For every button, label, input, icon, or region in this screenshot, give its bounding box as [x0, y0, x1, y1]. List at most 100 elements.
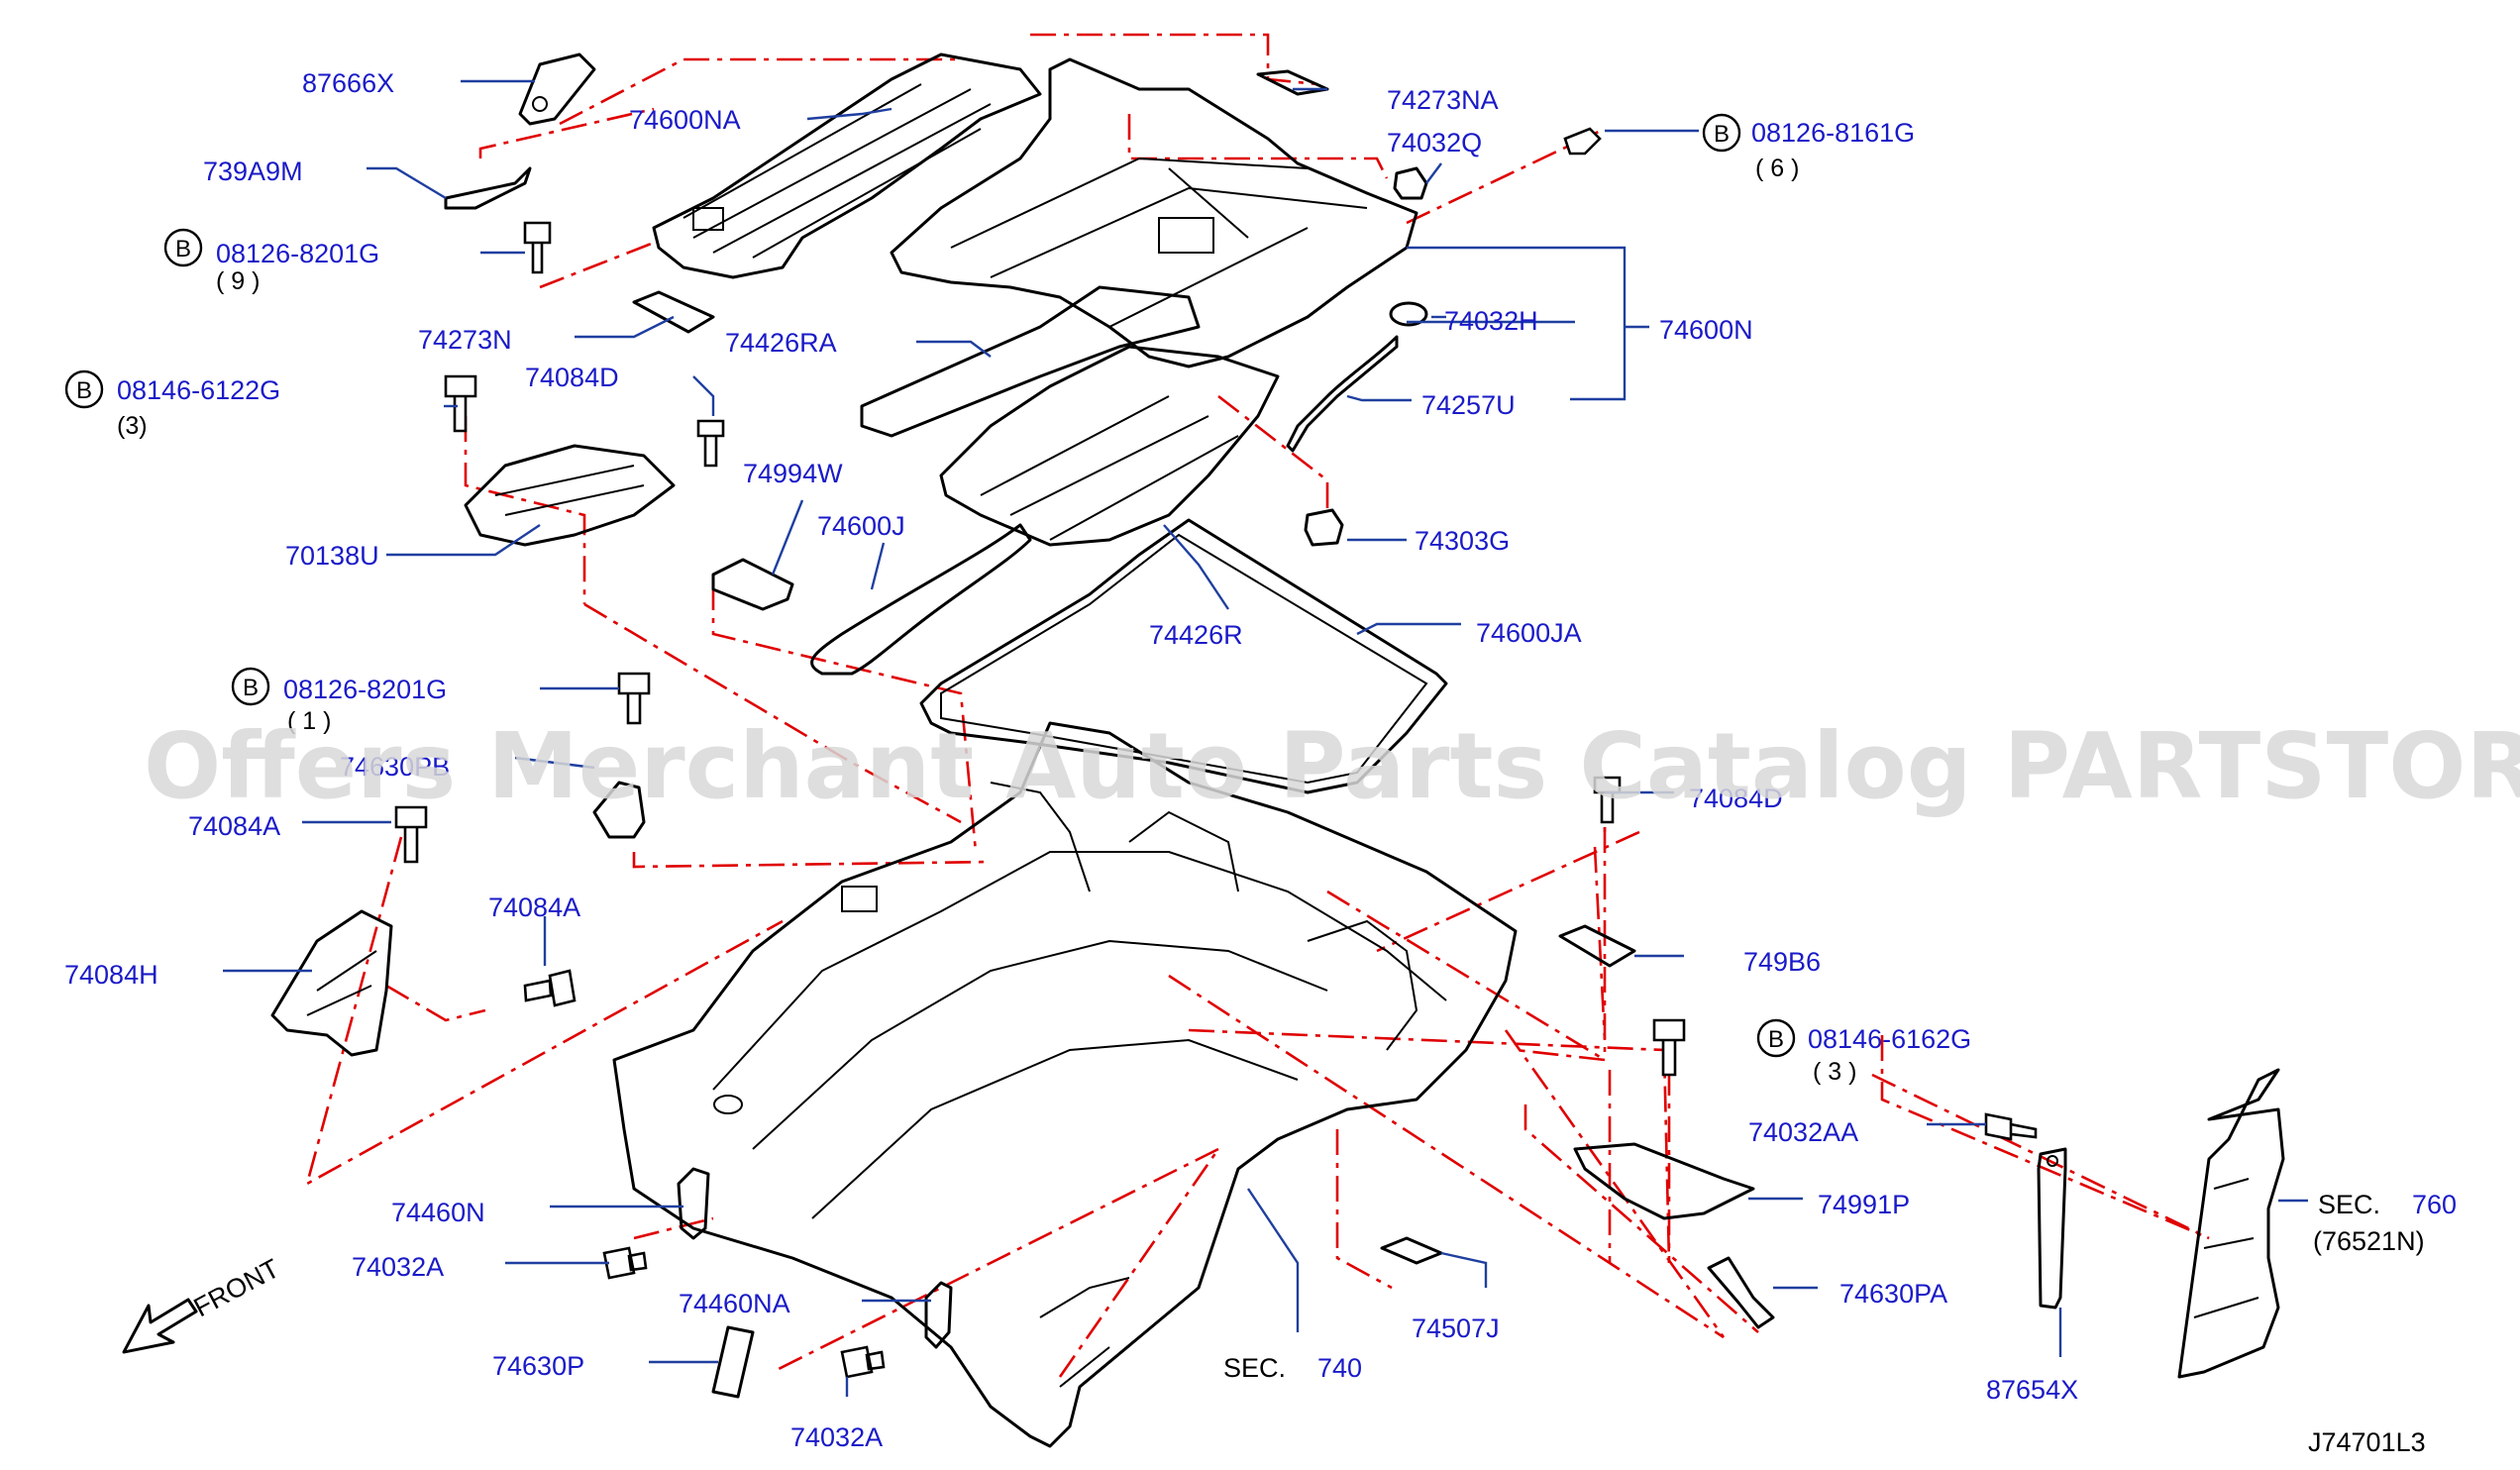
seal-74426R-shape [810, 523, 1032, 676]
bolt-icon [602, 1246, 648, 1280]
sec760-number: 760 [2412, 1190, 2457, 1219]
front-indicator: FRONT [122, 1253, 284, 1354]
sec740-number: 740 [1317, 1353, 1362, 1383]
label-74257U: 74257U [1421, 390, 1516, 420]
bracket-87666X-shape [518, 52, 596, 126]
seal-74600JA-shape [919, 518, 1448, 794]
label-74273NA: 74273NA [1387, 85, 1499, 115]
label-87654X: 87654X [1986, 1375, 2078, 1405]
label-74600J: 74600J [817, 511, 905, 541]
label-74460N: 74460N [391, 1198, 485, 1227]
bolt-callout-3: B 08146-6122G (3) [64, 369, 280, 440]
bolt-callout-4: B 08126-8201G ( 1 ) [231, 667, 447, 735]
fastener-group [394, 127, 2038, 1379]
pad-74507J-shape [1380, 1236, 1443, 1265]
label-74032A-bottom: 74032A [790, 1422, 883, 1452]
bolt-callout-5: B 08146-6162G ( 3 ) [1756, 1018, 1971, 1086]
plate-74994W-shape [711, 558, 794, 611]
diagram-code: J74701L3 [2308, 1427, 2426, 1457]
label-74032A-left: 74032A [352, 1252, 444, 1282]
bolt-part-number: 08126-8201G [216, 239, 379, 268]
watermark: Offers Merchant Auto Parts Catalog PARTS… [144, 713, 2520, 819]
leader-lines [223, 79, 2308, 1397]
phantom-lines [304, 33, 2210, 1378]
label-74273N: 74273N [418, 325, 512, 355]
plug-74032H-shape [1389, 301, 1428, 327]
label-74032H: 74032H [1444, 306, 1538, 336]
label-74032AA: 74032AA [1748, 1117, 1858, 1147]
label-74630PA: 74630PA [1839, 1279, 1947, 1309]
label-74600NA: 74600NA [629, 105, 741, 135]
label-74084H: 74084H [64, 960, 158, 990]
pad-74273N-shape [632, 290, 715, 334]
bolt-icon [1563, 127, 1602, 156]
bolt-quantity: ( 1 ) [287, 707, 331, 735]
part-drawings [270, 52, 2285, 1448]
part-labels: 87666X 74600NA 739A9M 74273N 74426RA 740… [64, 68, 2457, 1452]
bolt-quantity: ( 9 ) [216, 267, 260, 295]
label-74084D-right: 74084D [1689, 784, 1783, 813]
label-74600JA: 74600JA [1476, 618, 1582, 648]
front-arrow-icon [122, 1298, 198, 1354]
crossmember-74426RA-shape [860, 285, 1201, 438]
b-letter: B [1714, 121, 1730, 148]
label-70138U: 70138U [285, 541, 379, 571]
bolt-quantity: (3) [117, 412, 148, 440]
bolt-callout-2: B 08126-8201G ( 9 ) [163, 228, 379, 295]
bolt-icon [1984, 1112, 2038, 1141]
label-74630P: 74630P [492, 1351, 584, 1381]
b-letter: B [1768, 1026, 1784, 1053]
label-74303G: 74303G [1415, 526, 1510, 556]
label-74507J: 74507J [1412, 1313, 1500, 1343]
bolt-callout-1: B 08126-8161G ( 6 ) [1702, 113, 1915, 182]
bolt-icon [696, 419, 725, 468]
bolt-part-number: 08146-6162G [1808, 1024, 1971, 1054]
label-739A9M: 739A9M [203, 157, 303, 186]
clip-74460NA-shape [924, 1281, 953, 1349]
strap-739A9M-shape [444, 166, 532, 210]
plate-749B6-shape [1558, 924, 1636, 968]
sec760-prefix: SEC. [2318, 1190, 2380, 1219]
bolt-icon [1652, 1018, 1686, 1077]
clip-74460N-shape [677, 1167, 710, 1240]
bolt-part-number: 08126-8201G [283, 675, 447, 704]
front-label: FRONT [189, 1253, 284, 1322]
label-74084D-top: 74084D [525, 363, 619, 392]
bolt-part-number: 08146-6122G [117, 375, 280, 405]
label-74032Q: 74032Q [1387, 128, 1482, 158]
bolt-icon [523, 969, 577, 1007]
strip-74630P-shape [711, 1325, 755, 1399]
label-74426R: 74426R [1149, 620, 1243, 650]
label-74994W: 74994W [743, 459, 843, 488]
cap-74032Q-shape [1393, 166, 1428, 200]
gusset-74991P-shape [1573, 1142, 1755, 1220]
strap-87654X-shape [2037, 1147, 2067, 1310]
bolt-callouts: B 08126-8161G ( 6 ) B 08126-8201G ( 9 ) … [64, 113, 1971, 1086]
label-74084A-left: 74084A [188, 811, 280, 841]
bolt-icon [840, 1345, 886, 1379]
tray-70138U-shape [464, 444, 676, 547]
bracket-74084H-shape [270, 909, 393, 1057]
label-74991P: 74991P [1818, 1190, 1910, 1219]
pad-74273NA-shape [1256, 69, 1329, 96]
bolt-quantity: ( 6 ) [1755, 155, 1799, 182]
sec760-subpart: (76521N) [2313, 1226, 2425, 1256]
label-74460NA: 74460NA [679, 1289, 790, 1318]
bolt-icon [394, 805, 428, 864]
bracket-74630PB-shape [592, 781, 646, 839]
bolt-icon [617, 672, 651, 725]
frame-74600N-shape [890, 57, 1418, 368]
strip-74630PA-shape [1707, 1256, 1775, 1329]
label-749B6: 749B6 [1743, 947, 1821, 977]
floor-pan-shape [612, 721, 1518, 1448]
bolt-quantity: ( 3 ) [1813, 1058, 1856, 1086]
label-74426RA: 74426RA [725, 328, 837, 358]
label-74600N: 74600N [1659, 315, 1753, 345]
b-letter: B [76, 377, 92, 404]
label-74630PB: 74630PB [340, 752, 450, 782]
b-letter: B [175, 236, 191, 262]
wire-74257U-shape [1286, 335, 1399, 453]
b-letter: B [243, 675, 259, 701]
bolt-icon [444, 374, 477, 433]
